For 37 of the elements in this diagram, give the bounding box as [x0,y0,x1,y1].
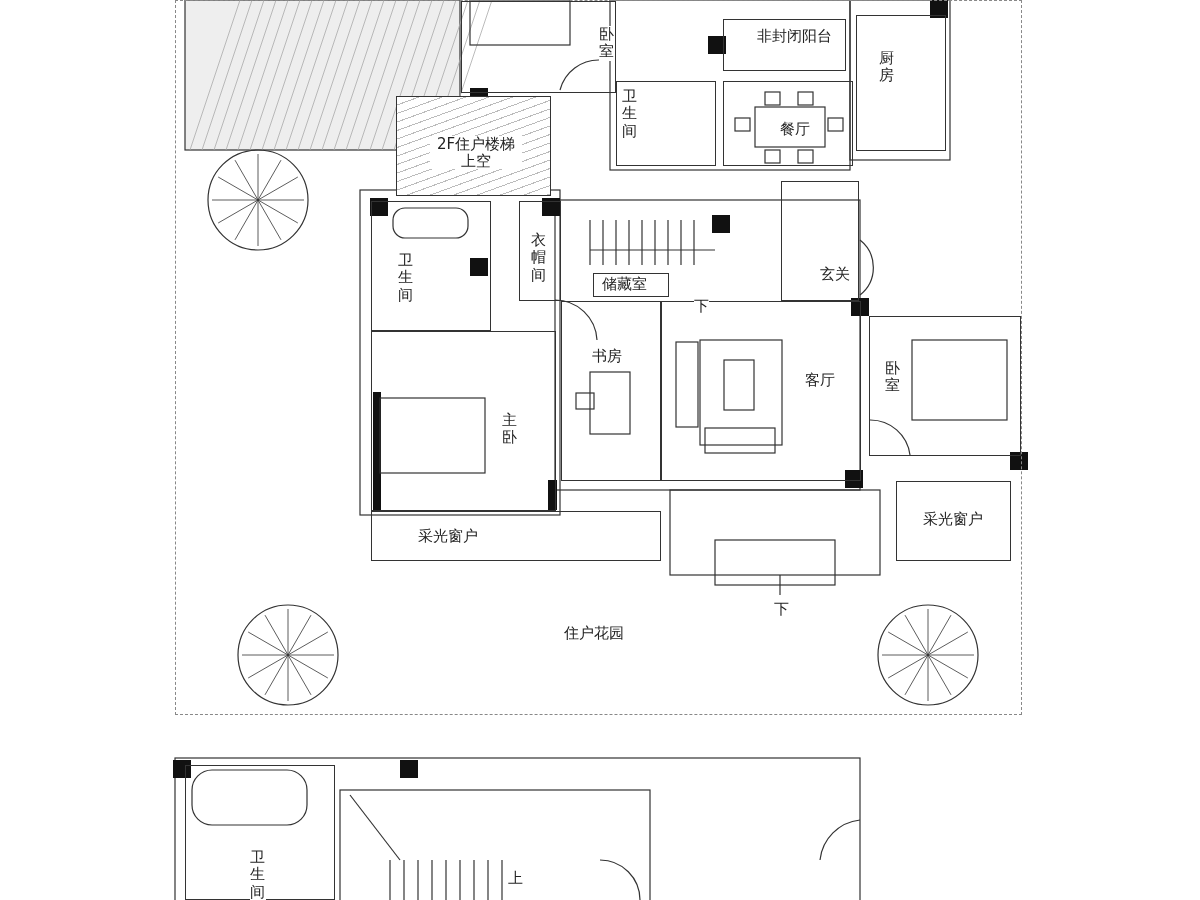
room [461,1,616,93]
room-label: 住户花园 [564,625,624,642]
room [856,15,946,151]
room [371,201,491,331]
room [519,201,561,301]
garden-area [175,0,1022,715]
room-label: 储藏室 [602,276,647,293]
room-label: 采光窗户 [923,511,983,528]
room-label: 卫生间 [622,88,638,140]
room-label: 采光窗户 [418,528,478,545]
room-label: 餐厅 [780,121,810,138]
room-label: 卫生间 [250,849,266,900]
room-label: 2F住户楼梯上空 [430,136,522,169]
room [185,765,335,900]
room-label: 厨房 [879,50,895,85]
stair-direction-label: 下 [774,601,789,618]
room-label: 卧室 [599,26,615,61]
hatched-area [396,96,551,196]
room [723,81,853,166]
room-label: 衣帽间 [531,232,547,284]
room-label: 主卧 [502,412,518,447]
room-label: 书房 [592,348,622,365]
room-label: 卫生间 [398,252,414,304]
room [593,273,669,297]
room [371,331,556,511]
room [371,511,661,561]
room [561,301,661,481]
room [781,181,859,301]
room [723,19,846,71]
room-label: 玄关 [820,266,850,283]
room [616,81,716,166]
room [896,481,1011,561]
stair-direction-label: 上 [508,870,523,887]
stair-direction-label: 下 [694,298,709,315]
room-label: 非封闭阳台 [754,28,834,45]
room-label: 客厅 [805,372,835,389]
room [869,316,1021,456]
